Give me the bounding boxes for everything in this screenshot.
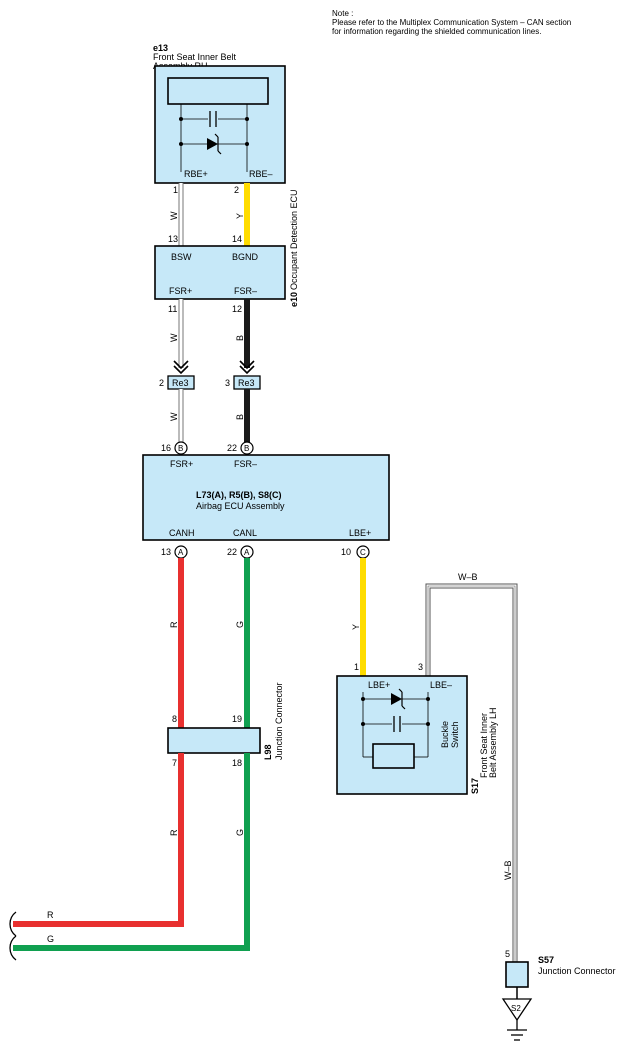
ground-label: S2 — [511, 1004, 521, 1013]
note-line3: for information regarding the shielded c… — [332, 27, 541, 36]
airbag-name: Airbag ECU Assembly — [196, 501, 285, 511]
wire-label-b-1: B — [235, 335, 245, 341]
airbag-pin-fsr-plus: FSR+ — [170, 459, 193, 469]
e13-code: e13 — [153, 43, 168, 53]
l98-name: Junction Connector — [274, 682, 284, 760]
e10-num-13: 13 — [168, 234, 178, 244]
note: Note : Please refer to the Multiplex Com… — [332, 9, 571, 36]
e10-pin-bsw: BSW — [171, 252, 192, 262]
l98-num-18: 18 — [232, 758, 242, 768]
airbag-conn-b-2: B — [244, 444, 249, 453]
wire-label-r-1: R — [169, 621, 179, 628]
e13-pin-left: RBE+ — [184, 169, 208, 179]
l98-num-19: 19 — [232, 714, 242, 724]
wire-canh-r-lower — [13, 753, 184, 927]
e10-pin-fsr-plus: FSR+ — [169, 286, 192, 296]
wire-wb — [425, 583, 518, 962]
s17-name1: Front Seat Inner — [479, 713, 489, 778]
re3-label-left: Re3 — [172, 378, 189, 388]
e10-pin-bgnd: BGND — [232, 252, 259, 262]
note-line1: Note : — [332, 9, 353, 18]
airbag-conn-c: C — [360, 548, 366, 557]
airbag-pin-canh: CANH — [169, 528, 195, 538]
airbag-bottom-pins: 13 A 22 A 10 C — [161, 545, 370, 559]
s17-code: S17 — [470, 778, 480, 794]
airbag-num-22-a: 22 — [227, 547, 237, 557]
wire-label-b-2: B — [235, 414, 245, 420]
e13-pin-right: RBE– — [249, 169, 273, 179]
e13-pin-num-1: 1 — [173, 185, 178, 195]
wire-label-g-2: G — [235, 829, 245, 836]
airbag-top-pins: 16 B 22 B — [161, 441, 254, 455]
l98-num-7: 7 — [172, 758, 177, 768]
wire-label-w-2: W — [169, 333, 179, 342]
s17-pin-lbe-minus: LBE– — [430, 680, 452, 690]
e10-num-14: 14 — [232, 234, 242, 244]
airbag-codes: L73(A), R5(B), S8(C) — [196, 490, 282, 500]
e13-pin-num-2: 2 — [234, 185, 239, 195]
e13-component: RBE+ RBE– — [154, 65, 286, 184]
re3-label-right: Re3 — [238, 378, 255, 388]
s17-switch-label2: Switch — [450, 721, 460, 748]
e10-name: Occupant Detection ECU — [289, 189, 299, 290]
wire-canl-g-lower — [13, 753, 250, 951]
re3-num-2: 2 — [159, 378, 164, 388]
wire-label-y-1: Y — [235, 213, 245, 219]
s17-pin-lbe-plus: LBE+ — [368, 680, 390, 690]
wire-label-w-1: W — [169, 211, 179, 220]
s57-name: Junction Connector — [538, 966, 616, 976]
airbag-ecu-component: FSR+ FSR– L73(A), R5(B), S8(C) Airbag EC… — [142, 454, 390, 541]
wire-label-g-3: G — [47, 934, 54, 944]
re3-num-3: 3 — [225, 378, 230, 388]
airbag-pin-canl: CANL — [233, 528, 257, 538]
s57-code: S57 — [538, 955, 554, 965]
s57-num-5: 5 — [505, 949, 510, 959]
s17-name2: Belt Assembly LH — [488, 707, 498, 778]
re3-connector: Re3 Re3 2 3 — [159, 375, 261, 390]
airbag-conn-b-1: B — [178, 444, 183, 453]
wire-label-wb-1: W–B — [458, 572, 478, 582]
airbag-num-13: 13 — [161, 547, 171, 557]
e10-component: BSW BGND FSR+ FSR– — [154, 245, 286, 300]
airbag-num-10: 10 — [341, 547, 351, 557]
wire-break-marks — [9, 911, 17, 961]
wire-label-wb-2: W–B — [503, 860, 513, 880]
wire-label-y-2: Y — [351, 624, 361, 630]
l98-component: 8 19 7 18 — [167, 714, 261, 768]
airbag-num-16: 16 — [161, 443, 171, 453]
e13-name1: Front Seat Inner Belt — [153, 52, 237, 62]
airbag-conn-a-1: A — [178, 548, 184, 557]
s17-switch-label1: Buckle — [440, 721, 450, 748]
e10-code: e10 — [289, 292, 299, 307]
airbag-num-22-b: 22 — [227, 443, 237, 453]
s17-num-1: 1 — [354, 662, 359, 672]
note-line2: Please refer to the Multiplex Communicat… — [332, 18, 571, 27]
l98-code: L98 — [263, 744, 273, 760]
s17-num-3: 3 — [418, 662, 423, 672]
e10-num-12: 12 — [232, 304, 242, 314]
wire-label-r-3: R — [47, 910, 54, 920]
e10-pin-fsr-minus: FSR– — [234, 286, 257, 296]
s57-component: 5 S57 Junction Connector — [505, 949, 616, 988]
e10-num-11: 11 — [168, 304, 177, 314]
wire-label-g-1: G — [235, 621, 245, 628]
wire-label-w-3: W — [169, 412, 179, 421]
re3-chevrons — [173, 360, 255, 375]
airbag-conn-a-2: A — [244, 548, 250, 557]
s17-component: 1 3 LBE+ LBE– — [336, 662, 468, 795]
l98-num-8: 8 — [172, 714, 177, 724]
wire-label-r-2: R — [169, 829, 179, 836]
airbag-pin-lbe-plus: LBE+ — [349, 528, 371, 538]
airbag-pin-fsr-minus: FSR– — [234, 459, 257, 469]
ground-s2: S2 — [501, 987, 533, 1041]
